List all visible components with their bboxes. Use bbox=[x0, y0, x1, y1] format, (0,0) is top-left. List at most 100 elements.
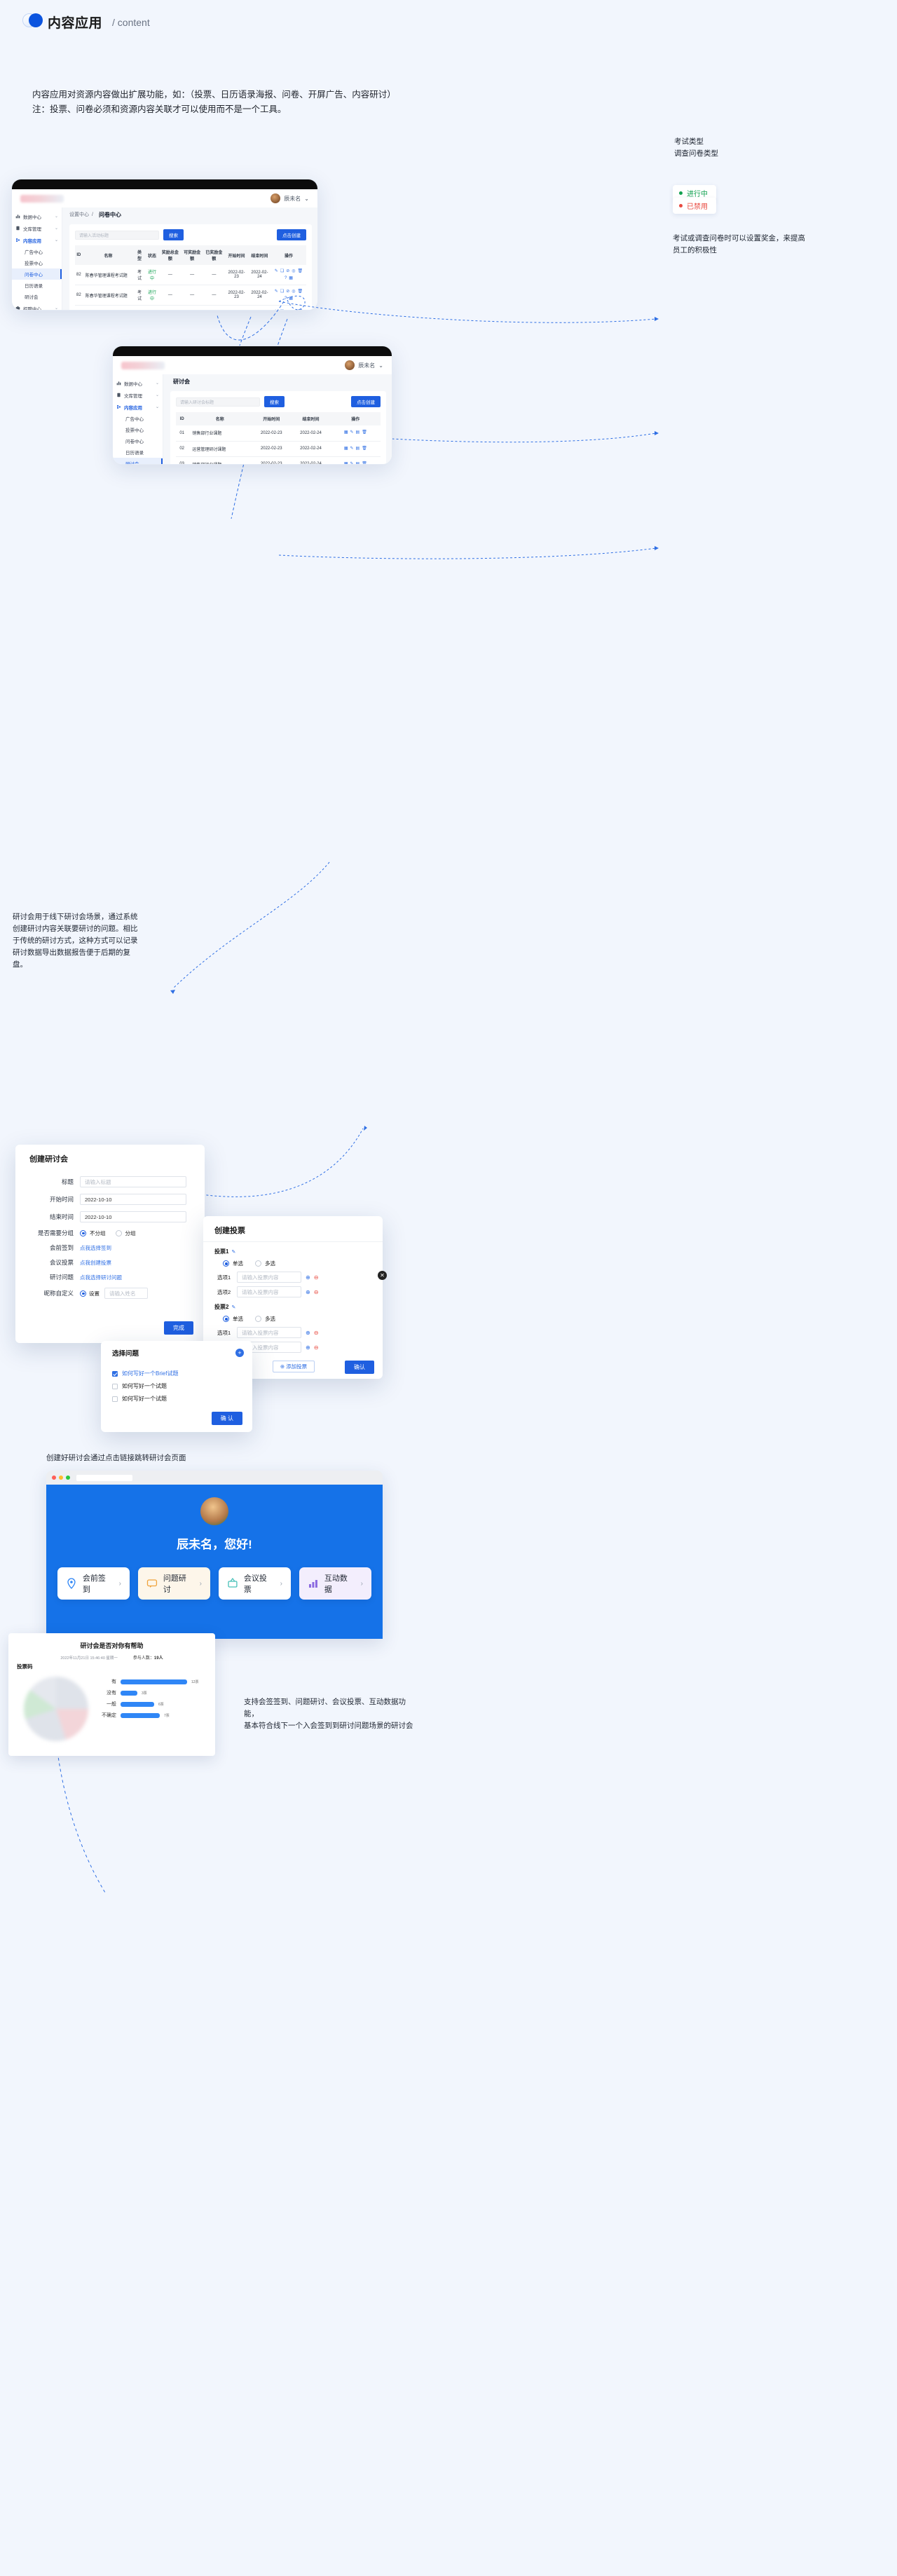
address-bar[interactable] bbox=[76, 1474, 132, 1481]
question-item[interactable]: 如何写好一个Brief试题 bbox=[112, 1370, 241, 1377]
disable-icon[interactable]: ⊘ bbox=[286, 289, 290, 294]
remove-option-icon[interactable]: ⊖ bbox=[313, 1344, 319, 1351]
disable-icon[interactable]: ⊘ bbox=[286, 310, 289, 311]
close-dot-icon[interactable] bbox=[52, 1476, 56, 1480]
sidebar-item-data-center[interactable]: 数据中心 ⌄ bbox=[12, 210, 62, 222]
edit-icon[interactable]: ✎ bbox=[231, 1249, 236, 1255]
sidebar-item-content-apps[interactable]: 内容应用 ⌄ bbox=[12, 234, 62, 246]
question-item[interactable]: 如何写好一个试题 bbox=[112, 1382, 241, 1390]
sidebar-item-recruiting[interactable]: 招聘中心 ⌄ bbox=[12, 302, 62, 310]
qrcode-icon[interactable]: ▦ bbox=[343, 430, 348, 435]
checkbox-checked[interactable] bbox=[112, 1370, 118, 1377]
user-menu[interactable]: 辰未名 ⌄ bbox=[345, 360, 383, 370]
qrcode-icon[interactable]: ▦ bbox=[289, 275, 293, 280]
delete-icon[interactable]: 🗑 bbox=[362, 461, 367, 465]
disable-icon[interactable]: ⊘ bbox=[286, 268, 290, 273]
delete-icon[interactable]: 🗑 bbox=[297, 289, 303, 294]
radio-multi-choice[interactable] bbox=[255, 1260, 261, 1267]
sidebar-item-vote-center[interactable]: 投票中心 bbox=[113, 424, 163, 435]
checkbox-unchecked[interactable] bbox=[112, 1396, 118, 1402]
delete-icon[interactable]: 🗑 bbox=[362, 430, 367, 435]
preview-icon[interactable]: ◎ bbox=[292, 268, 296, 273]
edit-icon[interactable]: ✎ bbox=[274, 268, 278, 273]
qrcode-icon[interactable]: ▦ bbox=[289, 296, 293, 301]
search-button[interactable]: 搜索 bbox=[163, 229, 184, 240]
add-option-icon[interactable]: ⊕ bbox=[306, 1329, 310, 1336]
sidebar-item-library[interactable]: 文库管理 ⌄ bbox=[12, 222, 62, 234]
minimize-dot-icon[interactable] bbox=[59, 1476, 63, 1480]
radio-no-group[interactable] bbox=[80, 1229, 86, 1236]
radio-nickname-set[interactable] bbox=[80, 1290, 86, 1297]
radio-single-choice[interactable] bbox=[223, 1316, 229, 1322]
radio-single-choice[interactable] bbox=[223, 1260, 229, 1267]
sidebar-item-library[interactable]: 文库管理⌄ bbox=[113, 389, 163, 401]
question-icon[interactable]: ? bbox=[284, 275, 287, 280]
sidebar-item-seminar[interactable]: 研讨会 bbox=[12, 291, 62, 302]
remove-option-icon[interactable]: ⊖ bbox=[313, 1329, 319, 1336]
sidebar-item-seminar[interactable]: 研讨会 bbox=[113, 458, 163, 464]
sidebar-item-data-center[interactable]: 数据中心⌄ bbox=[113, 377, 163, 389]
submit-button[interactable]: 完成 bbox=[164, 1321, 193, 1335]
preview-icon[interactable]: ◎ bbox=[292, 289, 296, 294]
copy-icon[interactable]: ❏ bbox=[280, 268, 285, 273]
search-input[interactable]: 请输入活动标题 bbox=[75, 230, 159, 240]
user-menu[interactable]: 辰未名 ⌄ bbox=[271, 193, 309, 203]
radio-multi-choice[interactable] bbox=[255, 1316, 261, 1322]
remove-option-icon[interactable]: ⊖ bbox=[313, 1288, 319, 1295]
copy-icon[interactable]: ❏ bbox=[280, 289, 285, 294]
preview-icon[interactable]: ◎ bbox=[292, 310, 295, 311]
chart-icon[interactable]: ▤ bbox=[355, 461, 360, 465]
sidebar-item-questionnaire-center[interactable]: 问卷中心 bbox=[12, 268, 62, 280]
maximize-dot-icon[interactable] bbox=[66, 1476, 70, 1480]
copy-icon[interactable]: ❏ bbox=[280, 310, 284, 311]
chart-icon[interactable]: ▤ bbox=[355, 446, 360, 451]
question-icon[interactable]: ? bbox=[284, 296, 287, 301]
option-input[interactable]: 请输入投票内容 bbox=[237, 1272, 301, 1283]
remove-option-icon[interactable]: ⊖ bbox=[313, 1274, 319, 1281]
create-button[interactable]: 点击创建 bbox=[277, 229, 306, 240]
select-question-link[interactable]: 点我选择研讨问题 bbox=[80, 1274, 122, 1281]
search-button[interactable]: 搜索 bbox=[264, 396, 285, 407]
edit-icon[interactable]: ✎ bbox=[274, 289, 278, 294]
edit-icon[interactable]: ✎ bbox=[350, 430, 354, 435]
add-option-icon[interactable]: ⊕ bbox=[306, 1288, 310, 1295]
add-option-icon[interactable]: ⊕ bbox=[306, 1344, 310, 1351]
create-button[interactable]: 点击创建 bbox=[351, 396, 381, 407]
chart-icon[interactable]: ▤ bbox=[355, 430, 360, 435]
plus-circle-icon[interactable]: + bbox=[235, 1349, 244, 1357]
option-input[interactable]: 请输入投票内容 bbox=[237, 1327, 301, 1338]
checkbox-unchecked[interactable] bbox=[112, 1383, 118, 1389]
select-signin-link[interactable]: 点我选择签到 bbox=[80, 1244, 111, 1251]
table-row[interactable]: 82陈春华管理课程考试题考试进行中———2022-02-232022-02-24… bbox=[75, 305, 306, 311]
edit-icon[interactable]: ✎ bbox=[350, 461, 354, 465]
delete-icon[interactable]: 🗑 bbox=[297, 310, 303, 311]
add-option-icon[interactable]: ⊕ bbox=[306, 1274, 310, 1281]
sidebar-item-content-apps[interactable]: 内容应用⌄ bbox=[113, 401, 163, 413]
create-vote-link[interactable]: 点我创建投票 bbox=[80, 1259, 111, 1266]
tile-signin[interactable]: 会前签到 › bbox=[57, 1567, 130, 1600]
sidebar-item-calendar-quotes[interactable]: 日历语录 bbox=[113, 447, 163, 458]
add-vote-button[interactable]: ⊕ 添加投票 bbox=[272, 1361, 315, 1372]
sidebar-item-ad-center[interactable]: 广告中心 bbox=[113, 413, 163, 424]
edit-icon[interactable]: ✎ bbox=[350, 446, 354, 451]
sidebar-item-calendar-quotes[interactable]: 日历语录 bbox=[12, 280, 62, 291]
radio-group[interactable] bbox=[115, 1229, 122, 1236]
question-item[interactable]: 如何写好一个试题 bbox=[112, 1395, 241, 1403]
qrcode-icon[interactable]: ▦ bbox=[343, 446, 348, 451]
delete-icon[interactable]: 🗑 bbox=[362, 446, 367, 451]
tile-vote[interactable]: 会议投票 › bbox=[219, 1567, 291, 1600]
end-time-input[interactable]: 2022-10-10 bbox=[80, 1211, 186, 1222]
edit-icon[interactable]: ✎ bbox=[275, 310, 278, 311]
start-time-input[interactable]: 2022-10-10 bbox=[80, 1194, 186, 1205]
edit-icon[interactable]: ✎ bbox=[231, 1304, 236, 1310]
sidebar-item-questionnaire-center[interactable]: 问卷中心 bbox=[113, 435, 163, 447]
tile-analytics[interactable]: 互动数据 › bbox=[299, 1567, 371, 1600]
sidebar-item-vote-center[interactable]: 投票中心 bbox=[12, 257, 62, 268]
breadcrumb-parent[interactable]: 设置中心 bbox=[69, 212, 89, 217]
delete-icon[interactable]: 🗑 bbox=[297, 268, 303, 273]
